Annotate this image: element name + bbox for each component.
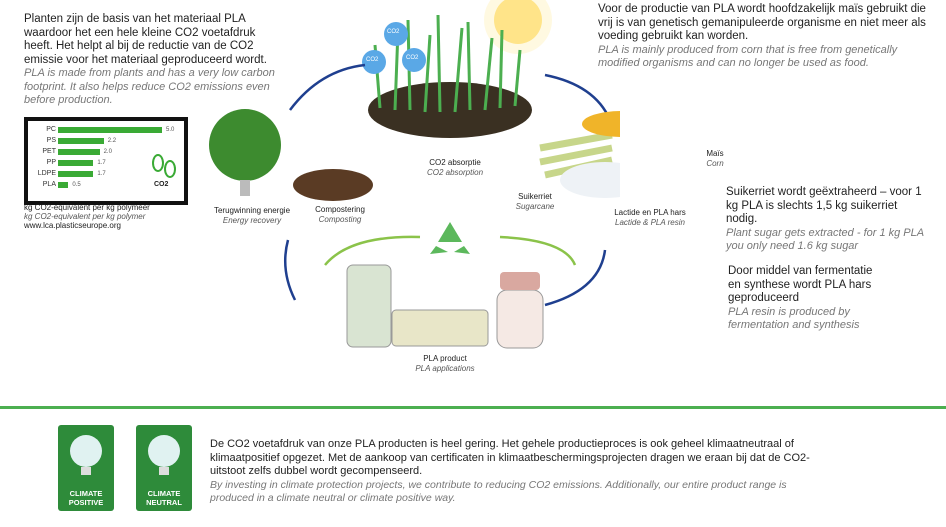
bulb-globe-icon <box>70 435 102 475</box>
co2-bubble-label-1: CO2 <box>387 29 400 35</box>
bar-value-label: 2.2 <box>107 138 117 144</box>
low-right-block: Door middel van fermentatie en synthese … <box>728 265 888 333</box>
intro-text-nl: Planten zijn de basis van het materiaal … <box>24 13 267 66</box>
section-divider <box>0 406 946 409</box>
absorption-en: CO2 absorption <box>426 168 484 177</box>
jar-product-icon <box>496 289 544 349</box>
product-en: PLA applications <box>415 364 475 373</box>
lactide-en: Lactide & PLA resin <box>615 218 685 227</box>
bar <box>58 182 69 188</box>
co2-bubble-label-2: CO2 <box>366 57 379 63</box>
intro-block: Planten zijn de basis van het materiaal … <box>24 13 286 108</box>
bar <box>58 127 162 133</box>
bar <box>58 171 94 177</box>
compost-nl: Compostering <box>315 205 365 214</box>
intro-text-en: PLA is made from plants and has a very l… <box>24 67 275 106</box>
mid-right-block: Suikerriet wordt geëxtraheerd – voor 1 k… <box>726 186 931 254</box>
product-nl: PLA product <box>423 354 467 363</box>
climate-positive-badge: CLIMATE POSITIVE <box>58 425 114 511</box>
co2-bubbles <box>362 22 426 74</box>
top-right-block: Voor de productie van PLA wordt hoofdzak… <box>598 3 940 71</box>
bar-value-label: 0.5 <box>72 182 81 188</box>
bar-label: PLA <box>42 181 56 188</box>
green-arrows <box>324 235 577 266</box>
bar-value-label: 1.7 <box>97 160 106 166</box>
top-right-nl: Voor de productie van PLA wordt hoofdzak… <box>598 3 926 42</box>
box-product-icon <box>391 309 489 347</box>
badge-positive-label: CLIMATE POSITIVE <box>68 489 104 507</box>
bulb-globe-icon <box>148 435 180 475</box>
bottom-text-block: De CO2 voetafdruk van onze PLA producten… <box>210 438 830 506</box>
co2-bubble-label-3: CO2 <box>406 55 419 61</box>
recovery-en: Energy recovery <box>222 216 282 225</box>
bar-label: PP <box>46 159 56 166</box>
bar-label: PS <box>46 137 56 144</box>
footprint-co2-label: CO2 <box>154 181 169 188</box>
sugarcane-en: Sugarcane <box>515 202 555 211</box>
corn-icon <box>582 111 620 137</box>
top-right-en: PLA is mainly produced from corn that is… <box>598 43 898 70</box>
pla-cycle-diagram <box>209 0 620 349</box>
bar-label: PC <box>46 126 56 133</box>
lactide-nl: Lactide en PLA hars <box>614 208 686 217</box>
bar <box>58 149 100 155</box>
cup-product-icon <box>346 264 392 348</box>
recovery-nl: Terugwinning energie <box>213 206 291 215</box>
chart-caption: kg CO2-equivalent per kg polymeer kg CO2… <box>24 203 224 230</box>
badge-neutral-label: CLIMATE NEUTRAL <box>146 489 182 507</box>
mid-right-en: Plant sugar gets extracted - for 1 kg PL… <box>726 226 924 253</box>
absorption-nl: CO2 absorptie <box>429 158 481 167</box>
bar-value-label: 2.0 <box>103 149 112 155</box>
corn-nl: Maïs <box>706 149 724 158</box>
corn-en: Corn <box>706 159 724 168</box>
bottom-text-nl: De CO2 voetafdruk van onze PLA producten… <box>210 438 810 477</box>
chart-source: www.lca.plasticseurope.org <box>24 221 121 230</box>
bar-value-label: 5.0 <box>166 127 175 133</box>
mid-right-nl: Suikerriet wordt geëxtraheerd – voor 1 k… <box>726 186 922 225</box>
lactide-icon <box>560 162 620 198</box>
recycle-icon <box>430 222 470 254</box>
tree-icon <box>209 109 281 181</box>
bar <box>58 160 94 166</box>
bar <box>58 138 104 144</box>
bulb-base-icon <box>240 180 250 196</box>
soil-icon <box>368 82 532 138</box>
bar-label: PET <box>42 148 56 155</box>
bar-value-label: 1.7 <box>97 171 106 177</box>
sugarcane-nl: Suikerriet <box>518 192 552 201</box>
bar-label: LDPE <box>37 170 56 177</box>
compost-icon <box>293 169 373 201</box>
chart-caption-en: kg CO2-equivalent per kg polymer <box>24 212 146 221</box>
low-right-en: PLA resin is produced by fermentation an… <box>728 305 860 332</box>
jar-lid-icon <box>500 272 540 290</box>
climate-neutral-badge: CLIMATE NEUTRAL <box>136 425 192 511</box>
compost-en: Composting <box>318 215 362 224</box>
chart-caption-nl: kg CO2-equivalent per kg polymeer <box>24 203 150 212</box>
low-right-nl: Door middel van fermentatie en synthese … <box>728 265 873 304</box>
footprint-icon <box>152 154 176 178</box>
bottom-text-en: By investing in climate protection proje… <box>210 478 787 505</box>
